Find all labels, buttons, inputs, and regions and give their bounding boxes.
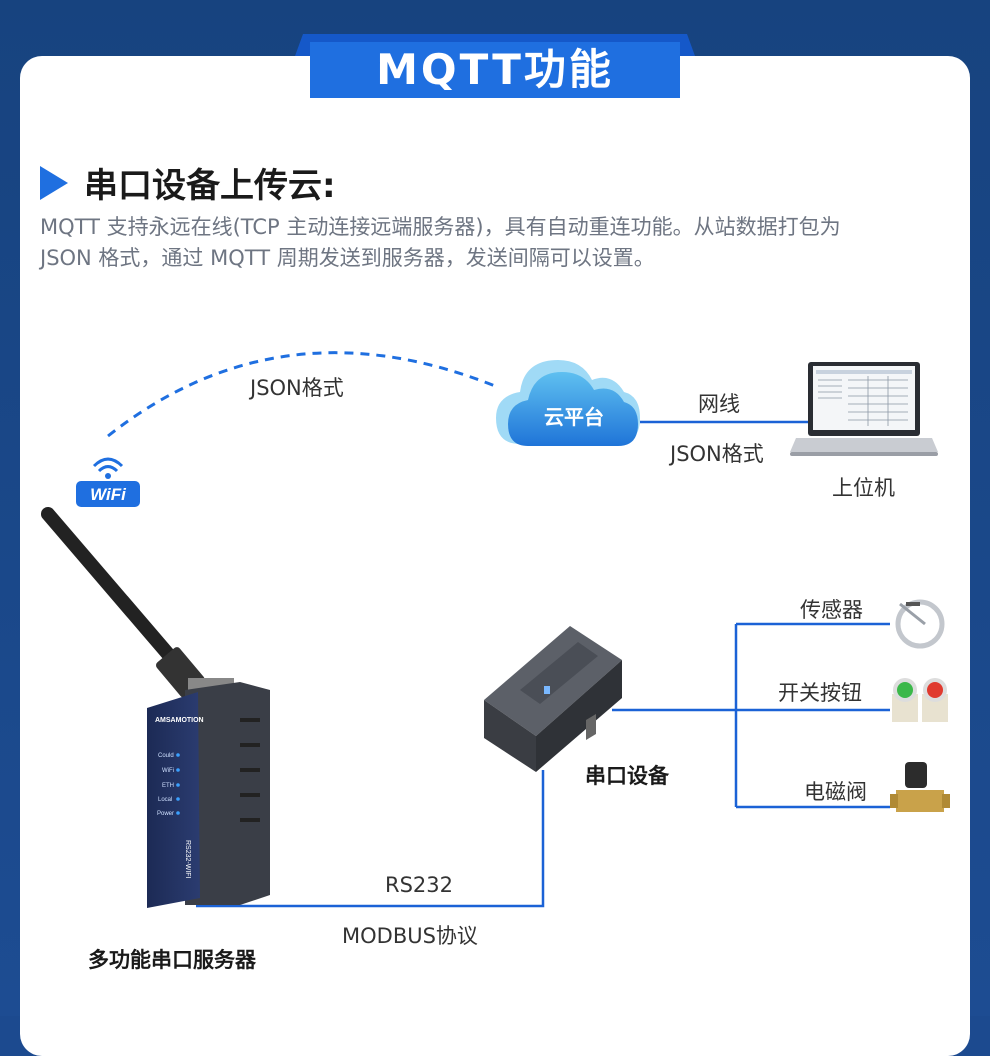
sensor-icon (895, 599, 945, 649)
plc-device-icon (484, 626, 622, 772)
description-line-1: MQTT 支持永远在线(TCP 主动连接远端服务器)，具有自动重连功能。从站数据… (40, 215, 841, 239)
wifi-icon: WiFi (76, 457, 140, 507)
led-local (176, 797, 180, 801)
server-label: 多功能串口服务器 (88, 948, 256, 972)
led-label-power: Power (157, 811, 174, 817)
device-leds: Could WiFi ETH Local Power (157, 753, 180, 817)
plc-label: 串口设备 (585, 764, 669, 788)
led-label-wifi: WiFi (162, 768, 174, 774)
cloud-pc-top-label: 网线 (698, 392, 740, 416)
valve-label: 电磁阀 (804, 780, 867, 804)
switch-buttons-icon (892, 678, 948, 722)
server-plc-bottom-label: MODBUS协议 (342, 924, 478, 948)
sensor-label: 传感器 (800, 598, 863, 622)
cloud-pc-bottom-label: JSON格式 (670, 442, 764, 466)
serial-server-device: AMSAMOTION RS232-WIFI (41, 507, 270, 908)
description-line-2: JSON 格式，通过 MQTT 周期发送到服务器，发送间隔可以设置。 (40, 246, 655, 270)
led-wifi (176, 768, 180, 772)
button-label: 开关按钮 (778, 681, 862, 705)
section-heading: 串口设备上传云: (40, 158, 336, 207)
solenoid-valve-icon (890, 762, 950, 812)
led-eth (176, 783, 180, 787)
led-power (176, 811, 180, 815)
device-model-text: RS232-WIFI (184, 840, 191, 879)
section-title: 串口设备上传云: (84, 166, 336, 206)
laptop-icon (790, 362, 938, 456)
wifi-link-label: JSON格式 (250, 376, 344, 400)
wifi-badge-text: WiFi (90, 485, 127, 504)
cloud-icon (496, 360, 640, 446)
diagram-canvas: WiFi AMSAMOTION RS2 (41, 351, 950, 908)
cloud-label: 云平台 (544, 405, 604, 429)
device-brand-text: AMSAMOTION (155, 717, 204, 724)
pc-label: 上位机 (832, 476, 895, 500)
triangle-bullet-icon (40, 165, 68, 200)
server-plc-top-label: RS232 (385, 873, 454, 897)
server-plc-line (196, 770, 545, 908)
section-description: MQTT 支持永远在线(TCP 主动连接远端服务器)，具有自动重连功能。从站数据… (40, 212, 920, 274)
led-label-eth: ETH (162, 783, 174, 789)
led-label-local: Local (158, 797, 172, 803)
title-tab: MQTT功能 (295, 34, 695, 98)
page-title: MQTT功能 (376, 44, 614, 94)
led-label-could: Could (158, 753, 174, 759)
led-could (176, 753, 180, 757)
title-tab-shape (295, 34, 695, 98)
